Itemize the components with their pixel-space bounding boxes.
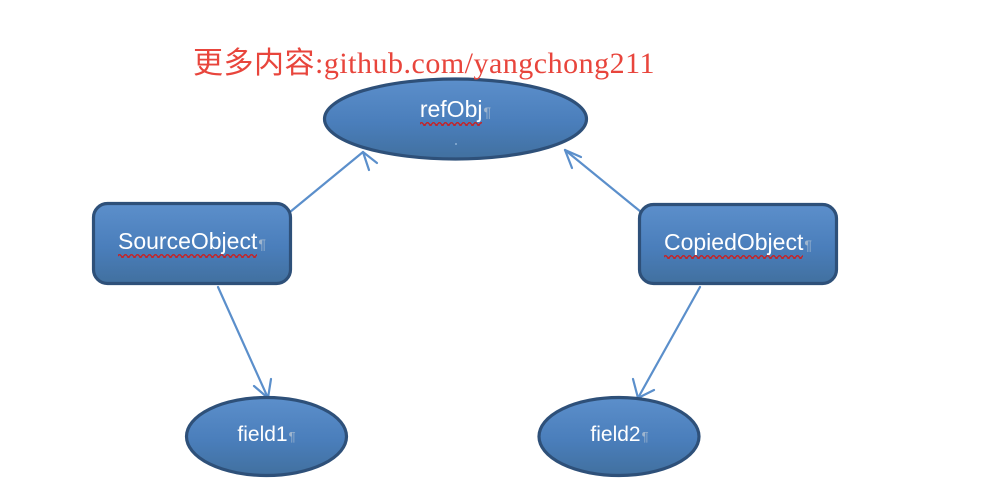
node-field2[interactable] xyxy=(537,395,701,478)
stray-artifact-dot xyxy=(455,143,457,145)
node-sourceobject[interactable] xyxy=(91,201,293,286)
edge-source-to-field1 xyxy=(216,285,273,400)
edge-source-to-refobj xyxy=(288,150,379,214)
node-copiedobject[interactable] xyxy=(637,202,839,286)
edge-copied-to-field2 xyxy=(631,285,702,400)
node-refobj[interactable] xyxy=(322,77,589,161)
node-field1[interactable] xyxy=(184,395,349,478)
watermark-title: 更多内容:github.com/yangchong211 xyxy=(193,47,656,80)
edge-copied-to-refobj xyxy=(563,148,643,214)
